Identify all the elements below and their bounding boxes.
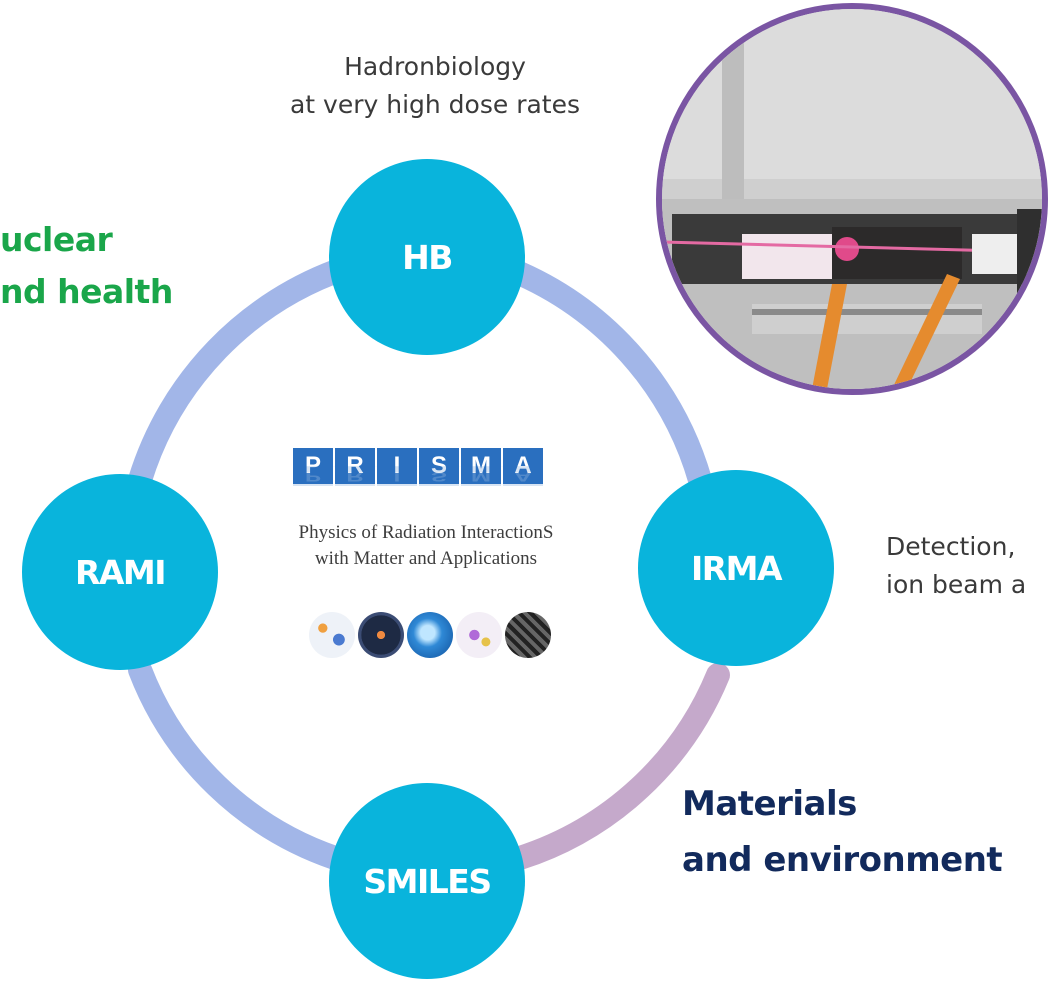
nuclear-caption-line1: uclear: [0, 220, 113, 259]
node-smiles: SMILES: [329, 783, 525, 979]
logo-reflection: P R I S M A: [293, 466, 543, 486]
irma-caption: Detection, ion beam a: [886, 528, 1026, 604]
materials-caption-line1: Materials: [682, 784, 857, 824]
logo-reflect-cell: A: [501, 466, 543, 486]
nuclear-caption-line2: nd health: [0, 272, 173, 311]
material-texture-icon: [505, 612, 551, 658]
ring-arc-irma-smiles: [508, 663, 730, 870]
photo-illustration: [662, 9, 1042, 389]
logo-letter-m: M: [459, 448, 501, 484]
neuron-icon: [456, 612, 502, 658]
prisma-logo: P R I S M A P R I S M A: [293, 448, 543, 522]
cell-icon: [407, 612, 453, 658]
logo-reflect-cell: I: [375, 466, 417, 486]
hb-caption-line2: at very high dose rates: [289, 90, 581, 119]
irma-caption-line2: ion beam a: [886, 570, 1027, 599]
subtitle-line1: Physics of Radiation InteractionS: [298, 522, 554, 543]
logo-letter-r: R: [333, 448, 375, 484]
subtitle-line2: with Matter and Applications: [314, 548, 538, 569]
materials-environment-caption: Materials and environment: [682, 776, 1003, 888]
nuclear-health-caption: uclear nd health: [0, 214, 173, 318]
node-hb: HB: [329, 159, 525, 355]
hb-caption: Hadronbiology at very high dose rates: [235, 48, 635, 124]
domain-icons: [309, 612, 551, 658]
hb-caption-line1: Hadronbiology: [344, 52, 526, 81]
molecule-icon: [309, 612, 355, 658]
irradiation-setup-photo: [656, 3, 1048, 395]
ring-arc-smiles-rami: [128, 658, 347, 870]
logo-letter-a: A: [501, 448, 543, 484]
prisma-subtitle: Physics of Radiation InteractionS with M…: [196, 520, 656, 572]
irma-caption-line1: Detection,: [886, 532, 1016, 561]
node-irma: IRMA: [638, 470, 834, 666]
logo-letter-p: P: [293, 448, 333, 484]
logo-letter-s: S: [417, 448, 459, 484]
node-rami: RAMI: [22, 474, 218, 670]
prisma-letters: P R I S M A: [293, 448, 543, 484]
logo-reflect-cell: R: [333, 466, 375, 486]
ring-arc-hb-irma: [500, 258, 712, 492]
atom-icon: [358, 612, 404, 658]
logo-reflect-cell: S: [417, 466, 459, 486]
ring-arc-rami-hb: [128, 256, 357, 492]
logo-reflect-cell: M: [459, 466, 501, 486]
logo-reflect-cell: P: [293, 466, 333, 486]
logo-letter-i: I: [375, 448, 417, 484]
materials-caption-line2: and environment: [682, 840, 1003, 880]
